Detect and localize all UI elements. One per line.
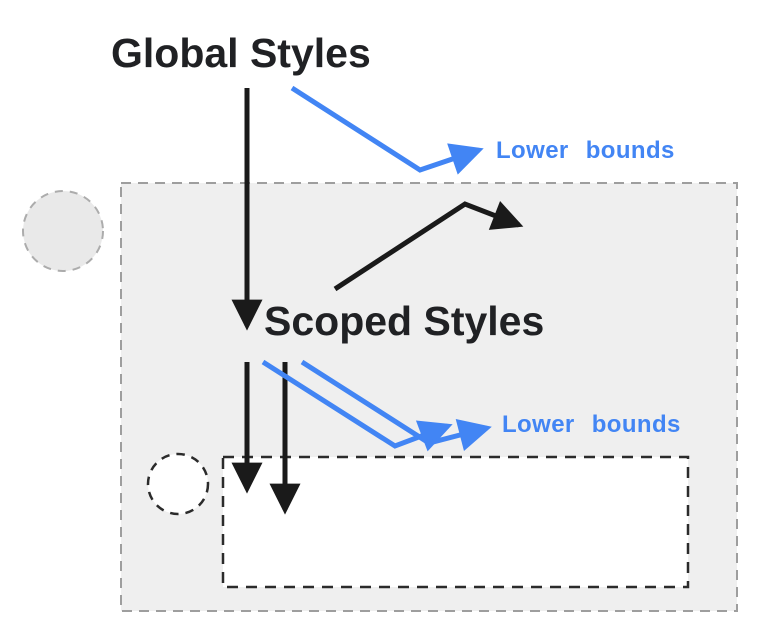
scoped-lower-bounds-arrow-2	[300, 359, 492, 451]
lower-bounds-label-top: Lower bounds	[496, 137, 675, 164]
lower-bounds-label-middle: Lower bounds	[502, 411, 681, 438]
white-slot-circle	[146, 452, 210, 516]
scoped-lower-bounds-arrow-1	[261, 359, 453, 452]
scoped-up-arrow	[333, 201, 524, 292]
inner-scope-box	[221, 455, 690, 589]
global-styles-label: Global Styles	[111, 30, 371, 76]
gray-slot-circle	[22, 190, 104, 272]
global-lower-bounds-arrow	[290, 85, 484, 175]
scoped-styles-label: Scoped Styles	[264, 298, 545, 344]
